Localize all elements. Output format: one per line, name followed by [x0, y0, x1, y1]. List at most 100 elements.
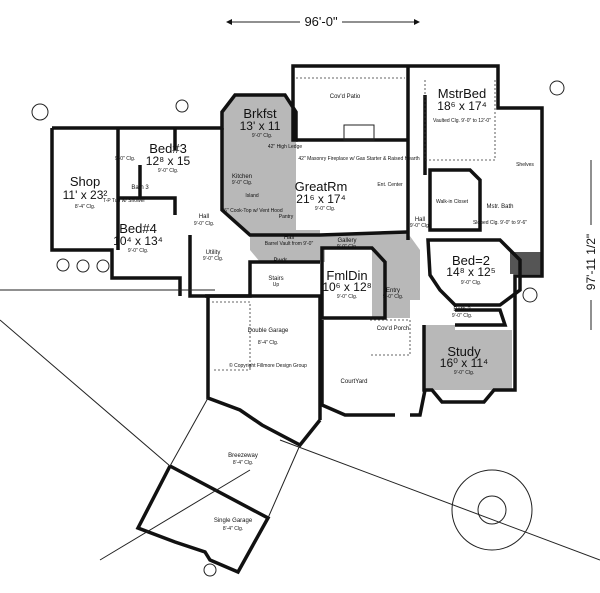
room-label: Pantry — [279, 214, 294, 220]
lot-line — [0, 289, 600, 561]
room-label: 8'-4" Clg. — [75, 204, 95, 210]
room-label: Hall — [199, 214, 209, 220]
study-floor — [425, 325, 512, 390]
garage-wall — [205, 294, 322, 448]
room-label: 9'-0" Clg. — [337, 244, 357, 250]
room-label: 9'-0" Clg. — [461, 280, 481, 286]
room-label: Bed=2 — [452, 253, 490, 268]
room-label: Single Garage — [214, 518, 253, 524]
room-label: Bed#3 — [149, 141, 187, 156]
room-label: Entry — [386, 288, 400, 294]
room-label: Sloped Clg. 9'-0" to 9'-6" — [473, 220, 527, 226]
width-dimension: 96'-0" — [226, 14, 420, 29]
room-label: 8'-4" Clg. — [258, 340, 278, 346]
exterior-wall — [52, 64, 544, 404]
room-patio: Cov'd Patio — [330, 94, 361, 100]
room-label: 10⁶ x 12⁸ — [322, 280, 371, 294]
room-label: Gallery — [337, 238, 356, 244]
garage-door — [212, 301, 251, 371]
room-label: Hall — [284, 235, 294, 241]
room-label: 14⁸ x 12⁵ — [446, 265, 495, 279]
room-label: T-P Tub w/ Shower — [103, 198, 145, 204]
room-label: Study — [447, 344, 481, 359]
room-label: 9'-0" Clg. — [158, 168, 178, 174]
room-label: Breezeway — [228, 453, 258, 459]
interior-wall — [455, 308, 508, 327]
room-label: GreatRm — [295, 179, 348, 194]
room-label: Shop — [70, 174, 100, 189]
room-bath3: Bath 39'-0" Clg.T-P Tub w/ Shower — [103, 156, 149, 204]
room-porch: Cov'd Porch — [377, 326, 410, 332]
room-label: 9'-0" Clg. — [115, 156, 135, 162]
interior-wall — [116, 128, 177, 250]
room-label: 9'-0" Clg. — [203, 256, 223, 262]
room-label: Pwdr. — [273, 258, 288, 264]
room-label: 97'-11 1/2" — [584, 234, 598, 290]
room-label: 11' x 23² — [63, 188, 108, 202]
interior-wall — [423, 95, 482, 232]
west-wall — [50, 128, 182, 296]
breezeway-outline — [169, 397, 301, 519]
room-label: 42" Masonry Fireplace w/ Gas Starter & R… — [298, 156, 419, 162]
room-label: 9'-0" Clg. — [252, 133, 272, 139]
room-label: Shelves — [516, 162, 534, 168]
room-label: 96'-0" — [304, 14, 338, 29]
interior-wall — [296, 66, 410, 240]
room-label: 36" Cook-Top w/ Vent Hood — [221, 208, 282, 214]
room-label: 9'-0" Clg. — [452, 313, 472, 319]
room-label: 13' x 11 — [240, 119, 281, 133]
room-label: Up — [273, 282, 280, 288]
room-label: 18⁶ x 17⁴ — [437, 99, 486, 113]
room-label: Brkfst — [243, 106, 277, 121]
room-label: Double Garage — [248, 328, 289, 334]
room-label: 9'-0" Clg. — [315, 206, 335, 212]
room-label: 21⁶ x 17⁴ — [296, 192, 345, 206]
room-label: Island — [245, 193, 259, 199]
room-label: 9'-0" Clg. — [128, 248, 148, 254]
fireplace — [343, 124, 375, 141]
room-label: Vaulted Clg. 9'-0" to 12'-0" — [433, 118, 491, 124]
room-label: 8'-4" Clg. — [233, 460, 253, 466]
room-label: FmlDin — [326, 268, 367, 283]
room-label: Walk-in Closet — [436, 199, 469, 205]
room-label: 9'-0" Clg. — [383, 294, 403, 300]
courtyard-wall — [320, 320, 427, 417]
room-label: 9'-0" Clg. — [194, 221, 214, 227]
room-label: Barrel Vault from 9'-0" — [265, 241, 314, 247]
room-label: 16⁰ x 11⁴ — [440, 356, 488, 370]
room-label: MstrBed — [438, 86, 486, 101]
room-label: 9'-0" Clg. — [337, 294, 357, 300]
room-label: Ent. Center — [377, 182, 403, 188]
room-label: CourtYard — [341, 379, 368, 385]
room-label: 10⁴ x 13⁴ — [113, 234, 163, 248]
tree-icon — [451, 469, 533, 551]
room-label: Hall — [415, 217, 425, 223]
room-label: Bed#4 — [119, 221, 157, 236]
room-label: 9'-0" Clg. — [410, 223, 430, 229]
room-label: 9'-0" Clg. — [454, 370, 474, 376]
room-courtyard: CourtYard — [341, 379, 368, 385]
room-label: Kitchen — [232, 174, 252, 180]
interior-wall — [426, 238, 522, 307]
room-label: 12⁸ x 15 — [146, 154, 191, 168]
room-label: Cov'd Porch — [377, 326, 410, 332]
room-label: Stairs — [268, 276, 283, 282]
room-label: Utility — [206, 250, 221, 256]
shrub-icon — [31, 80, 565, 577]
